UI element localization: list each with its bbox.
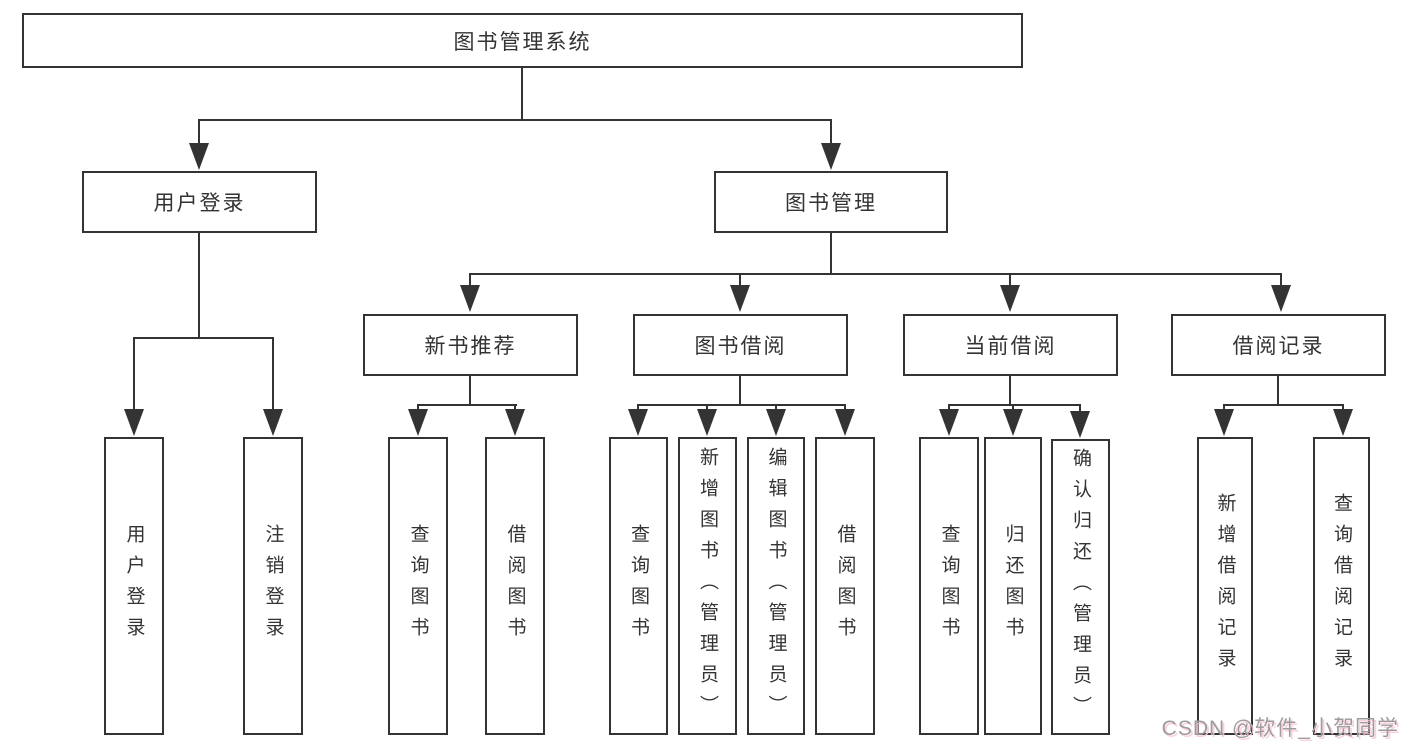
arrow-down-icon [1000,285,1020,312]
arrow-down-icon [730,285,750,312]
tree-line [1223,404,1225,412]
arrow-down-icon [124,409,144,436]
node-current-borrow-label: 当前借阅 [964,335,1057,358]
tree-line [133,337,135,412]
leaf-record-query-label: 查询借阅记录 [1331,493,1352,679]
node-root: 图书管理系统 [22,13,1023,68]
tree-line [739,376,741,404]
tree-line [1009,376,1011,404]
leaf-newbook-query-label: 查询图书 [407,524,429,648]
node-book-borrow-label: 图书借阅 [694,335,787,358]
tree-line [775,404,777,412]
tree-line [1009,273,1011,287]
node-borrow-record: 借阅记录 [1171,314,1386,376]
leaf-borrow-edit-admin-label: 编辑图书（管理员） [765,446,787,726]
arrow-down-icon [821,143,841,170]
arrow-down-icon [939,409,959,436]
leaf-current-return: 归还图书 [984,437,1042,735]
arrow-down-icon [697,409,717,436]
node-book-borrow: 图书借阅 [633,314,848,376]
leaf-record-add-label: 新增借阅记录 [1214,493,1236,679]
node-user-login-label: 用户登录 [153,192,246,215]
tree-line [739,273,741,287]
leaf-borrow-book-label: 借阅图书 [834,524,856,648]
node-new-book-recommend-label: 新书推荐 [424,335,517,358]
leaf-borrow-query: 查询图书 [609,437,668,735]
tree-line [198,119,200,147]
node-book-management: 图书管理 [714,171,948,233]
arrow-down-icon [1271,285,1291,312]
leaf-user-login: 用户登录 [104,437,164,735]
tree-line [1079,404,1081,412]
tree-line [706,404,708,412]
leaf-borrow-add-admin-label: 新增图书（管理员） [697,446,718,726]
leaf-current-return-label: 归还图书 [1002,524,1024,648]
tree-line [637,404,639,412]
watermark: CSDN @软件_小贺同学 [1161,717,1399,740]
tree-line [521,68,523,119]
tree-line [1223,404,1343,406]
arrow-down-icon [505,409,525,436]
leaf-borrow-edit-admin: 编辑图书（管理员） [747,437,805,735]
leaf-newbook-borrow-label: 借阅图书 [504,524,526,648]
node-book-management-label: 图书管理 [785,192,877,215]
leaf-record-add: 新增借阅记录 [1197,437,1253,735]
arrow-down-icon [1003,409,1023,436]
leaf-logout-label: 注销登录 [262,524,284,648]
tree-line [417,404,517,406]
arrow-down-icon [628,409,648,436]
leaf-user-login-label: 用户登录 [123,524,145,648]
leaf-current-confirm-admin-label: 确认归还（管理员） [1070,447,1091,727]
arrow-down-icon [766,409,786,436]
tree-line [133,337,274,339]
leaf-newbook-borrow: 借阅图书 [485,437,545,735]
leaf-current-query: 查询图书 [919,437,979,735]
tree-line [469,273,1282,275]
tree-line [1342,404,1344,412]
tree-line [830,233,832,273]
tree-line [844,404,846,412]
leaf-newbook-query: 查询图书 [388,437,448,735]
tree-line [948,404,950,412]
node-new-book-recommend: 新书推荐 [363,314,578,376]
tree-line [637,404,845,406]
tree-line [948,404,1081,406]
leaf-borrow-book: 借阅图书 [815,437,875,735]
leaf-borrow-add-admin: 新增图书（管理员） [678,437,737,735]
leaf-record-query: 查询借阅记录 [1313,437,1370,735]
arrow-down-icon [835,409,855,436]
tree-line [198,119,832,121]
leaf-current-query-label: 查询图书 [938,524,960,648]
leaf-logout: 注销登录 [243,437,303,735]
arrow-down-icon [263,409,283,436]
arrow-down-icon [1070,411,1090,438]
tree-line [1280,273,1282,287]
tree-line [514,404,516,412]
arrow-down-icon [460,285,480,312]
arrow-down-icon [1333,409,1353,436]
node-root-label: 图书管理系统 [453,30,592,54]
tree-line [469,273,471,287]
tree-line [272,337,274,412]
tree-line [1277,376,1279,404]
node-current-borrow: 当前借阅 [903,314,1118,376]
leaf-borrow-query-label: 查询图书 [628,524,649,648]
tree-line [198,233,200,337]
arrow-down-icon [189,143,209,170]
node-user-login: 用户登录 [82,171,317,233]
arrow-down-icon [408,409,428,436]
tree-line [830,119,832,147]
tree-line [469,376,471,404]
tree-line [417,404,419,412]
node-borrow-record-label: 借阅记录 [1232,335,1325,358]
arrow-down-icon [1214,409,1234,436]
leaf-current-confirm-admin: 确认归还（管理员） [1051,439,1110,735]
tree-line [1012,404,1014,412]
